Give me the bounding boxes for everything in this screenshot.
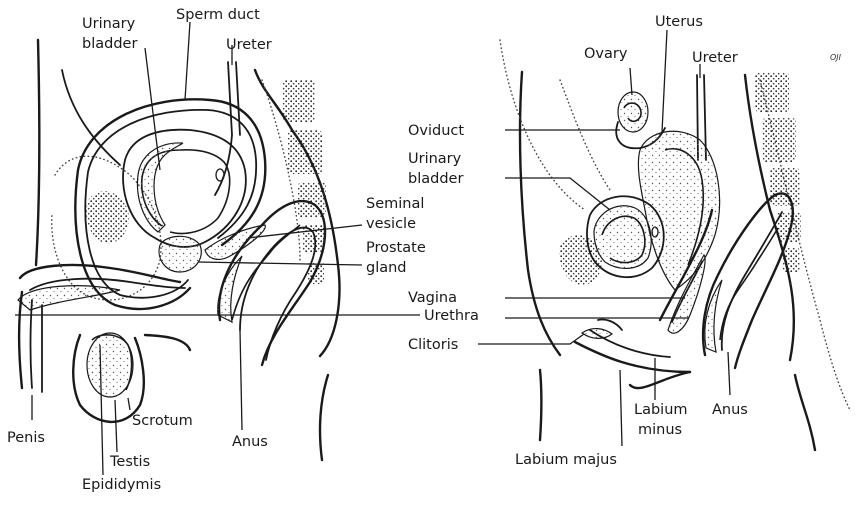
label-testis: Testis bbox=[109, 454, 150, 470]
female-thigh-outline bbox=[540, 370, 542, 440]
leader-m-spermduct bbox=[185, 22, 190, 100]
label-penis: Penis bbox=[7, 430, 45, 446]
male-penis-tip bbox=[19, 292, 22, 388]
female-uterus bbox=[638, 131, 719, 290]
male-labels: Urinary bladder Sperm duct Ureter Semina… bbox=[7, 7, 479, 493]
male-bladder-wall bbox=[137, 143, 182, 232]
leader-f-ovary bbox=[630, 68, 632, 95]
male-prostate bbox=[159, 236, 201, 272]
label-epididymis: Epididymis bbox=[82, 477, 161, 493]
leader-m-anus bbox=[240, 330, 242, 430]
label-prostate-gland-1: Prostate bbox=[366, 240, 426, 256]
female-ovary bbox=[618, 92, 648, 132]
label-seminal-vesicle-1: Seminal bbox=[366, 196, 424, 212]
male-front-outline bbox=[36, 40, 39, 265]
leader-f-uterus bbox=[662, 30, 667, 132]
label-labium-majus: Labium majus bbox=[515, 452, 617, 468]
label-m-bladder-2: bladder bbox=[82, 36, 137, 52]
male-thigh-outline bbox=[145, 335, 190, 350]
female-labium-majus bbox=[575, 342, 690, 372]
label-oviduct: Oviduct bbox=[408, 123, 464, 139]
male-vertebrae bbox=[283, 80, 326, 284]
artist-mark: OJI bbox=[830, 53, 842, 62]
female-front-outline bbox=[520, 72, 560, 355]
leader-f-clitoris bbox=[478, 334, 584, 344]
label-sperm-duct: Sperm duct bbox=[176, 7, 260, 23]
label-m-ureter: Ureter bbox=[226, 37, 272, 53]
leader-m-scrotum bbox=[128, 398, 130, 410]
female-figure bbox=[478, 30, 850, 450]
label-vagina: Vagina bbox=[408, 290, 457, 306]
label-prostate-gland-2: gland bbox=[366, 260, 407, 276]
leader-f-anus bbox=[728, 352, 730, 395]
female-abdomen-dotted bbox=[500, 40, 585, 210]
leader-m-testis bbox=[115, 400, 117, 452]
label-labium-minus-1: Labium bbox=[634, 402, 688, 418]
label-f-ureter: Ureter bbox=[692, 50, 738, 66]
label-clitoris: Clitoris bbox=[408, 337, 458, 353]
male-abdomen-fold bbox=[62, 70, 120, 165]
label-m-bladder-1: Urinary bbox=[82, 16, 136, 32]
label-seminal-vesicle-2: vesicle bbox=[366, 216, 416, 232]
label-labium-minus-2: minus bbox=[638, 422, 682, 438]
male-figure bbox=[15, 22, 420, 475]
male-pubic-bone bbox=[86, 191, 129, 243]
label-uterus: Uterus bbox=[655, 14, 703, 30]
label-urethra: Urethra bbox=[424, 308, 479, 324]
label-f-bladder-2: bladder bbox=[408, 171, 463, 187]
label-m-anus: Anus bbox=[232, 434, 268, 450]
leader-f-labium-majus bbox=[620, 370, 622, 446]
label-ovary: Ovary bbox=[584, 46, 628, 62]
label-f-anus: Anus bbox=[712, 402, 748, 418]
male-buttock-outline bbox=[320, 375, 328, 460]
female-clitoris bbox=[582, 329, 612, 339]
label-scrotum: Scrotum bbox=[132, 413, 193, 429]
label-f-bladder-1: Urinary bbox=[408, 151, 462, 167]
